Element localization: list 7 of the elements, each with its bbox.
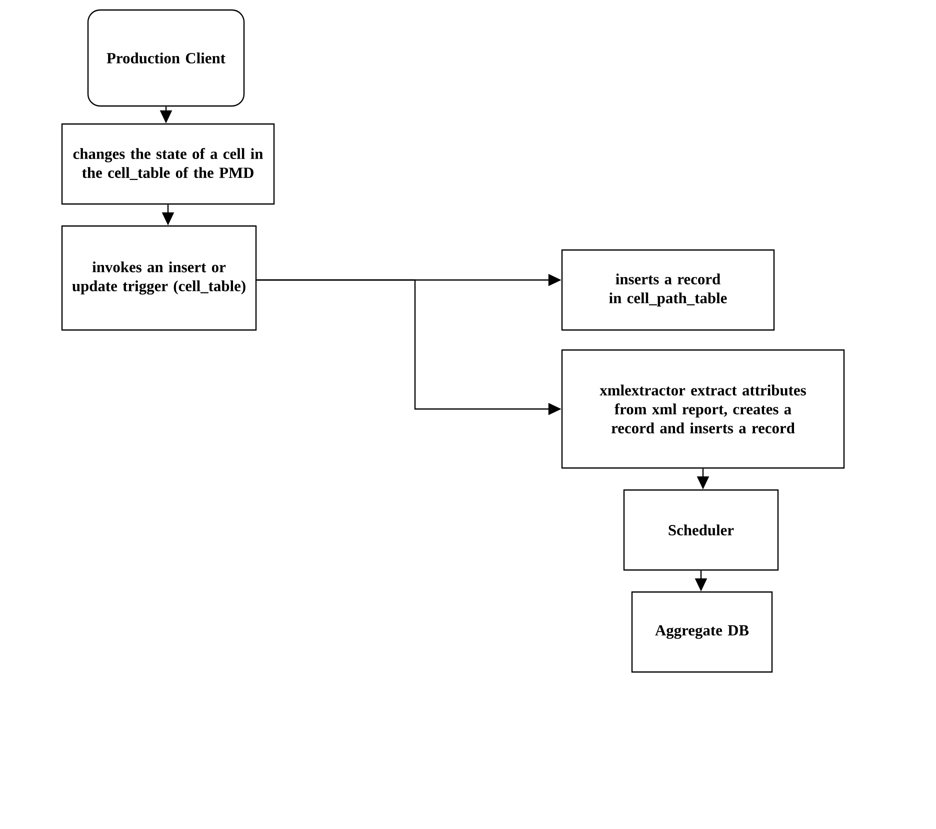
process-box: changes the state of a cell in the cell_table of the PMD — [61, 123, 275, 205]
process-box: invokes an insert or update trigger (cell_table) — [61, 225, 257, 331]
process-box: xmlextractor extract attributes from xml report, creates a record and inserts a record — [561, 349, 845, 469]
process-box: inserts a record in cell_path_table — [561, 249, 775, 331]
rounded-box: Production Client — [87, 9, 245, 107]
process-box: Scheduler — [623, 489, 779, 571]
process-box: Aggregate DB — [631, 591, 773, 673]
